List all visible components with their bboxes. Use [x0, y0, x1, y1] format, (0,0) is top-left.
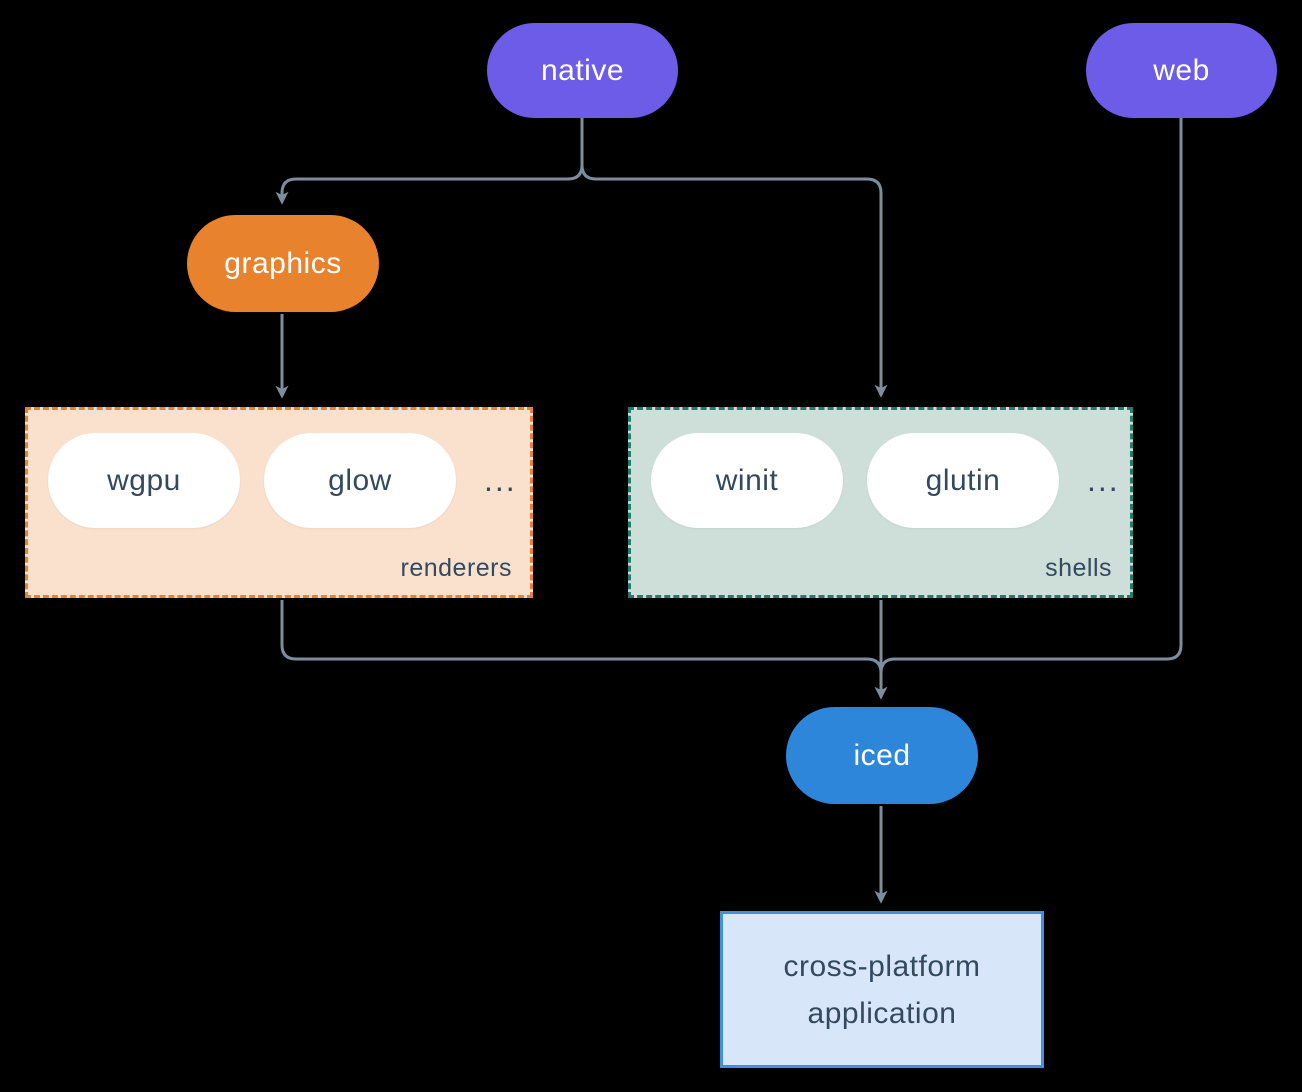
node-native-label: native	[540, 53, 625, 87]
node-winit-label: winit	[715, 463, 779, 497]
node-iced: iced	[786, 707, 978, 804]
node-graphics: graphics	[187, 215, 379, 312]
renderers-pill-row: wgpu glow ...	[48, 433, 517, 528]
edge-renderers-iced	[280, 600, 883, 674]
node-wgpu-label: wgpu	[107, 463, 181, 497]
node-cross-platform-application: cross-platform application	[720, 911, 1044, 1068]
shells-group-label: shells	[1045, 554, 1112, 582]
node-web: web	[1086, 23, 1277, 118]
node-iced-label: iced	[853, 738, 911, 772]
group-shells: winit glutin ... shells	[628, 407, 1133, 598]
node-native: native	[487, 23, 678, 118]
node-glutin: glutin	[867, 433, 1059, 528]
node-glutin-label: glutin	[925, 463, 1001, 497]
node-winit: winit	[651, 433, 843, 528]
node-wgpu: wgpu	[48, 433, 240, 528]
edge-web-iced	[879, 118, 1183, 674]
node-glow: glow	[264, 433, 456, 528]
shells-pill-row: winit glutin ...	[651, 433, 1120, 528]
renderers-group-label: renderers	[400, 554, 512, 582]
node-web-label: web	[1153, 53, 1210, 87]
node-application-label: cross-platform application	[783, 949, 981, 1030]
renderers-ellipsis: ...	[484, 462, 517, 498]
node-graphics-label: graphics	[224, 246, 342, 280]
group-renderers: wgpu glow ... renderers	[25, 407, 533, 598]
node-glow-label: glow	[328, 463, 392, 497]
shells-ellipsis: ...	[1087, 462, 1120, 498]
edge-native-graphics	[275, 118, 584, 205]
edge-native-shells	[580, 118, 888, 398]
